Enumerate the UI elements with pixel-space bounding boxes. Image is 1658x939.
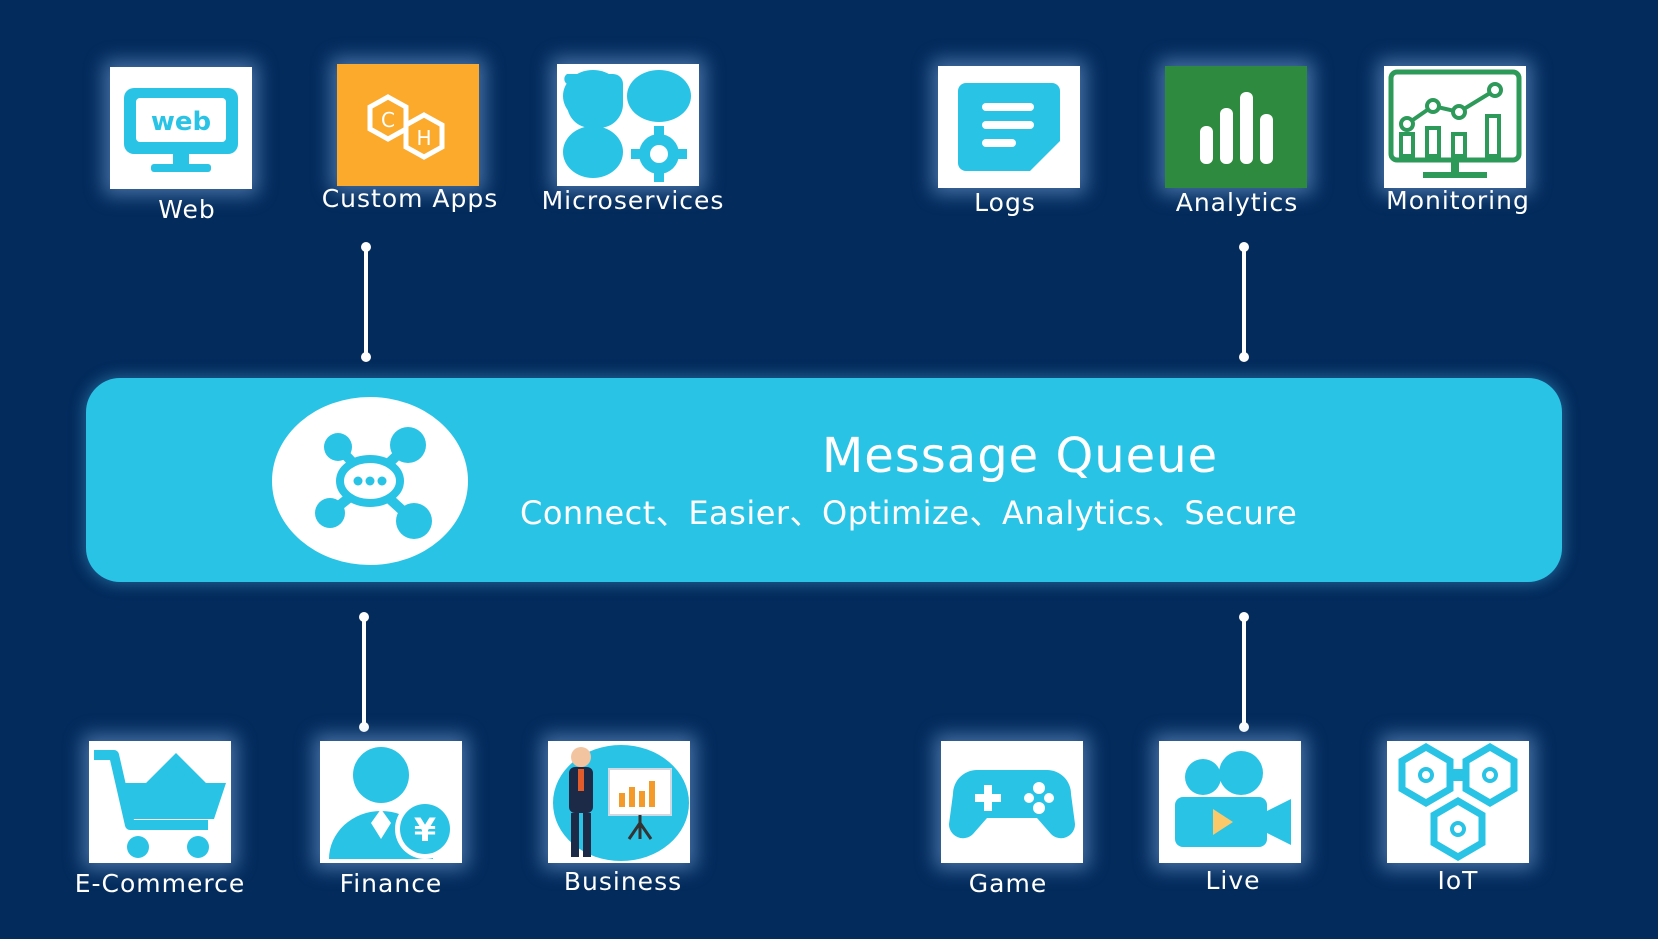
svg-text:H: H xyxy=(416,126,431,150)
svg-text:C: C xyxy=(381,108,395,132)
live-tile[interactable] xyxy=(1159,741,1301,863)
finance-tile[interactable]: ¥ xyxy=(320,741,462,863)
iot-tile[interactable] xyxy=(1387,741,1529,863)
hub-icon-circle xyxy=(272,397,468,565)
connector-top-right xyxy=(1239,242,1249,362)
hexagon-apps-icon: C H xyxy=(367,94,445,160)
custom-apps-label: Custom Apps xyxy=(321,184,499,213)
microservices-tile[interactable] xyxy=(557,64,699,186)
game-tile[interactable] xyxy=(941,741,1083,863)
finance-label: Finance xyxy=(339,869,443,898)
web-label: Web xyxy=(158,195,216,224)
live-label: Live xyxy=(1205,866,1261,895)
connector-top-left xyxy=(361,242,371,362)
logs-label: Logs xyxy=(974,188,1036,217)
finance-person-yen-icon: ¥ xyxy=(329,747,455,859)
logs-tile[interactable] xyxy=(938,66,1080,188)
iot-hexagons-icon xyxy=(1398,743,1518,861)
microservices-gear-icon xyxy=(563,70,691,182)
monitoring-chart-icon xyxy=(1388,69,1522,178)
custom-apps-tile[interactable]: C H xyxy=(337,64,479,186)
business-label: Business xyxy=(563,867,683,896)
connector-bottom-left xyxy=(359,612,369,732)
microservices-label: Microservices xyxy=(541,186,725,215)
monitoring-label: Monitoring xyxy=(1386,186,1530,215)
game-label: Game xyxy=(968,869,1048,898)
monitoring-tile[interactable] xyxy=(1384,66,1526,188)
business-tile[interactable] xyxy=(548,741,690,863)
analytics-label: Analytics xyxy=(1175,188,1299,217)
svg-text:¥: ¥ xyxy=(414,811,436,849)
shopping-cart-icon xyxy=(94,750,226,858)
web-monitor-icon: web xyxy=(124,88,238,172)
network-hub-icon xyxy=(315,427,432,539)
log-document-icon xyxy=(958,83,1060,171)
analytics-tile[interactable] xyxy=(1165,66,1307,188)
ecommerce-tile[interactable] xyxy=(89,741,231,863)
web-tile[interactable]: web xyxy=(110,67,252,189)
video-camera-icon xyxy=(1175,751,1291,847)
connector-bottom-right xyxy=(1239,612,1249,732)
hub-title: Message Queue xyxy=(821,428,1219,484)
ecommerce-label: E-Commerce xyxy=(74,869,246,898)
gamepad-icon xyxy=(948,770,1076,839)
svg-text:web: web xyxy=(151,107,211,137)
iot-label: IoT xyxy=(1437,866,1479,895)
bar-chart-icon xyxy=(1200,92,1273,164)
hub-subtitle: Connect、Easier、Optimize、Analytics、Secure xyxy=(520,494,1298,532)
business-presenter-icon xyxy=(553,745,689,861)
